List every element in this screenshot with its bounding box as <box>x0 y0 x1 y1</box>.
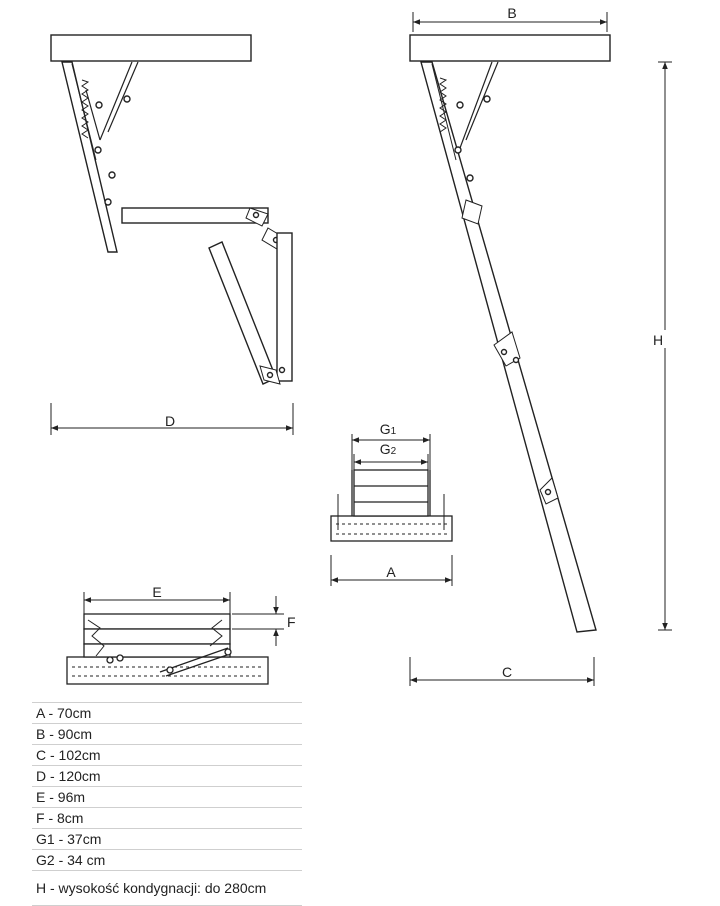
table-row: G2 - 34 cm <box>32 849 302 871</box>
hatch-frame-right <box>409 34 611 62</box>
middle-ladder-section <box>121 207 269 224</box>
dimension-a <box>330 555 453 586</box>
dimension-c <box>409 657 595 686</box>
dimensions-table: A - 70cm B - 90cm C - 102cm D - 120cm E … <box>32 702 302 906</box>
label-c: C <box>502 664 512 680</box>
upper-ladder-section <box>61 61 118 253</box>
dimension-b <box>412 12 608 32</box>
label-e: E <box>152 584 161 600</box>
spec-d: D - 120cm <box>32 765 302 787</box>
spec-g1: G1 - 37cm <box>32 828 302 850</box>
folded-view <box>66 613 269 685</box>
dimension-g2 <box>353 454 429 470</box>
hatch-frame <box>50 34 252 62</box>
lower-ladder-section <box>208 241 277 385</box>
spec-f: F - 8cm <box>32 807 302 829</box>
extended-ladder-view <box>409 34 611 633</box>
table-row: B - 90cm <box>32 723 302 745</box>
label-d: D <box>165 413 175 429</box>
table-row: A - 70cm <box>32 702 302 724</box>
label-b: B <box>507 5 516 21</box>
ladder-technical-drawing: D B H C <box>50 5 672 686</box>
spec-b: B - 90cm <box>32 723 302 745</box>
front-frame <box>330 515 453 542</box>
label-g1: G1 <box>380 421 397 437</box>
table-row: H - wysokość kondygnacji: do 280cm <box>32 870 302 906</box>
folding-ladder-view <box>50 34 293 385</box>
spec-e: E - 96m <box>32 786 302 808</box>
table-row: C - 102cm <box>32 744 302 766</box>
spec-a: A - 70cm <box>32 702 302 724</box>
dimension-e <box>83 592 231 614</box>
table-row: F - 8cm <box>32 807 302 829</box>
table-row: D - 120cm <box>32 765 302 787</box>
spec-h: H - wysokość kondygnacji: do 280cm <box>32 870 302 906</box>
dimension-g1 <box>351 434 431 470</box>
label-a: A <box>386 564 396 580</box>
front-view <box>330 469 453 542</box>
label-f: F <box>287 614 296 630</box>
dimension-d <box>50 403 294 435</box>
label-g2: G2 <box>380 441 397 457</box>
spec-g2: G2 - 34 cm <box>32 849 302 871</box>
label-h: H <box>653 332 663 348</box>
table-row: G1 - 37cm <box>32 828 302 850</box>
spring <box>81 79 90 139</box>
table-row: E - 96m <box>32 786 302 808</box>
dimension-f <box>232 596 284 646</box>
spec-c: C - 102cm <box>32 744 302 766</box>
